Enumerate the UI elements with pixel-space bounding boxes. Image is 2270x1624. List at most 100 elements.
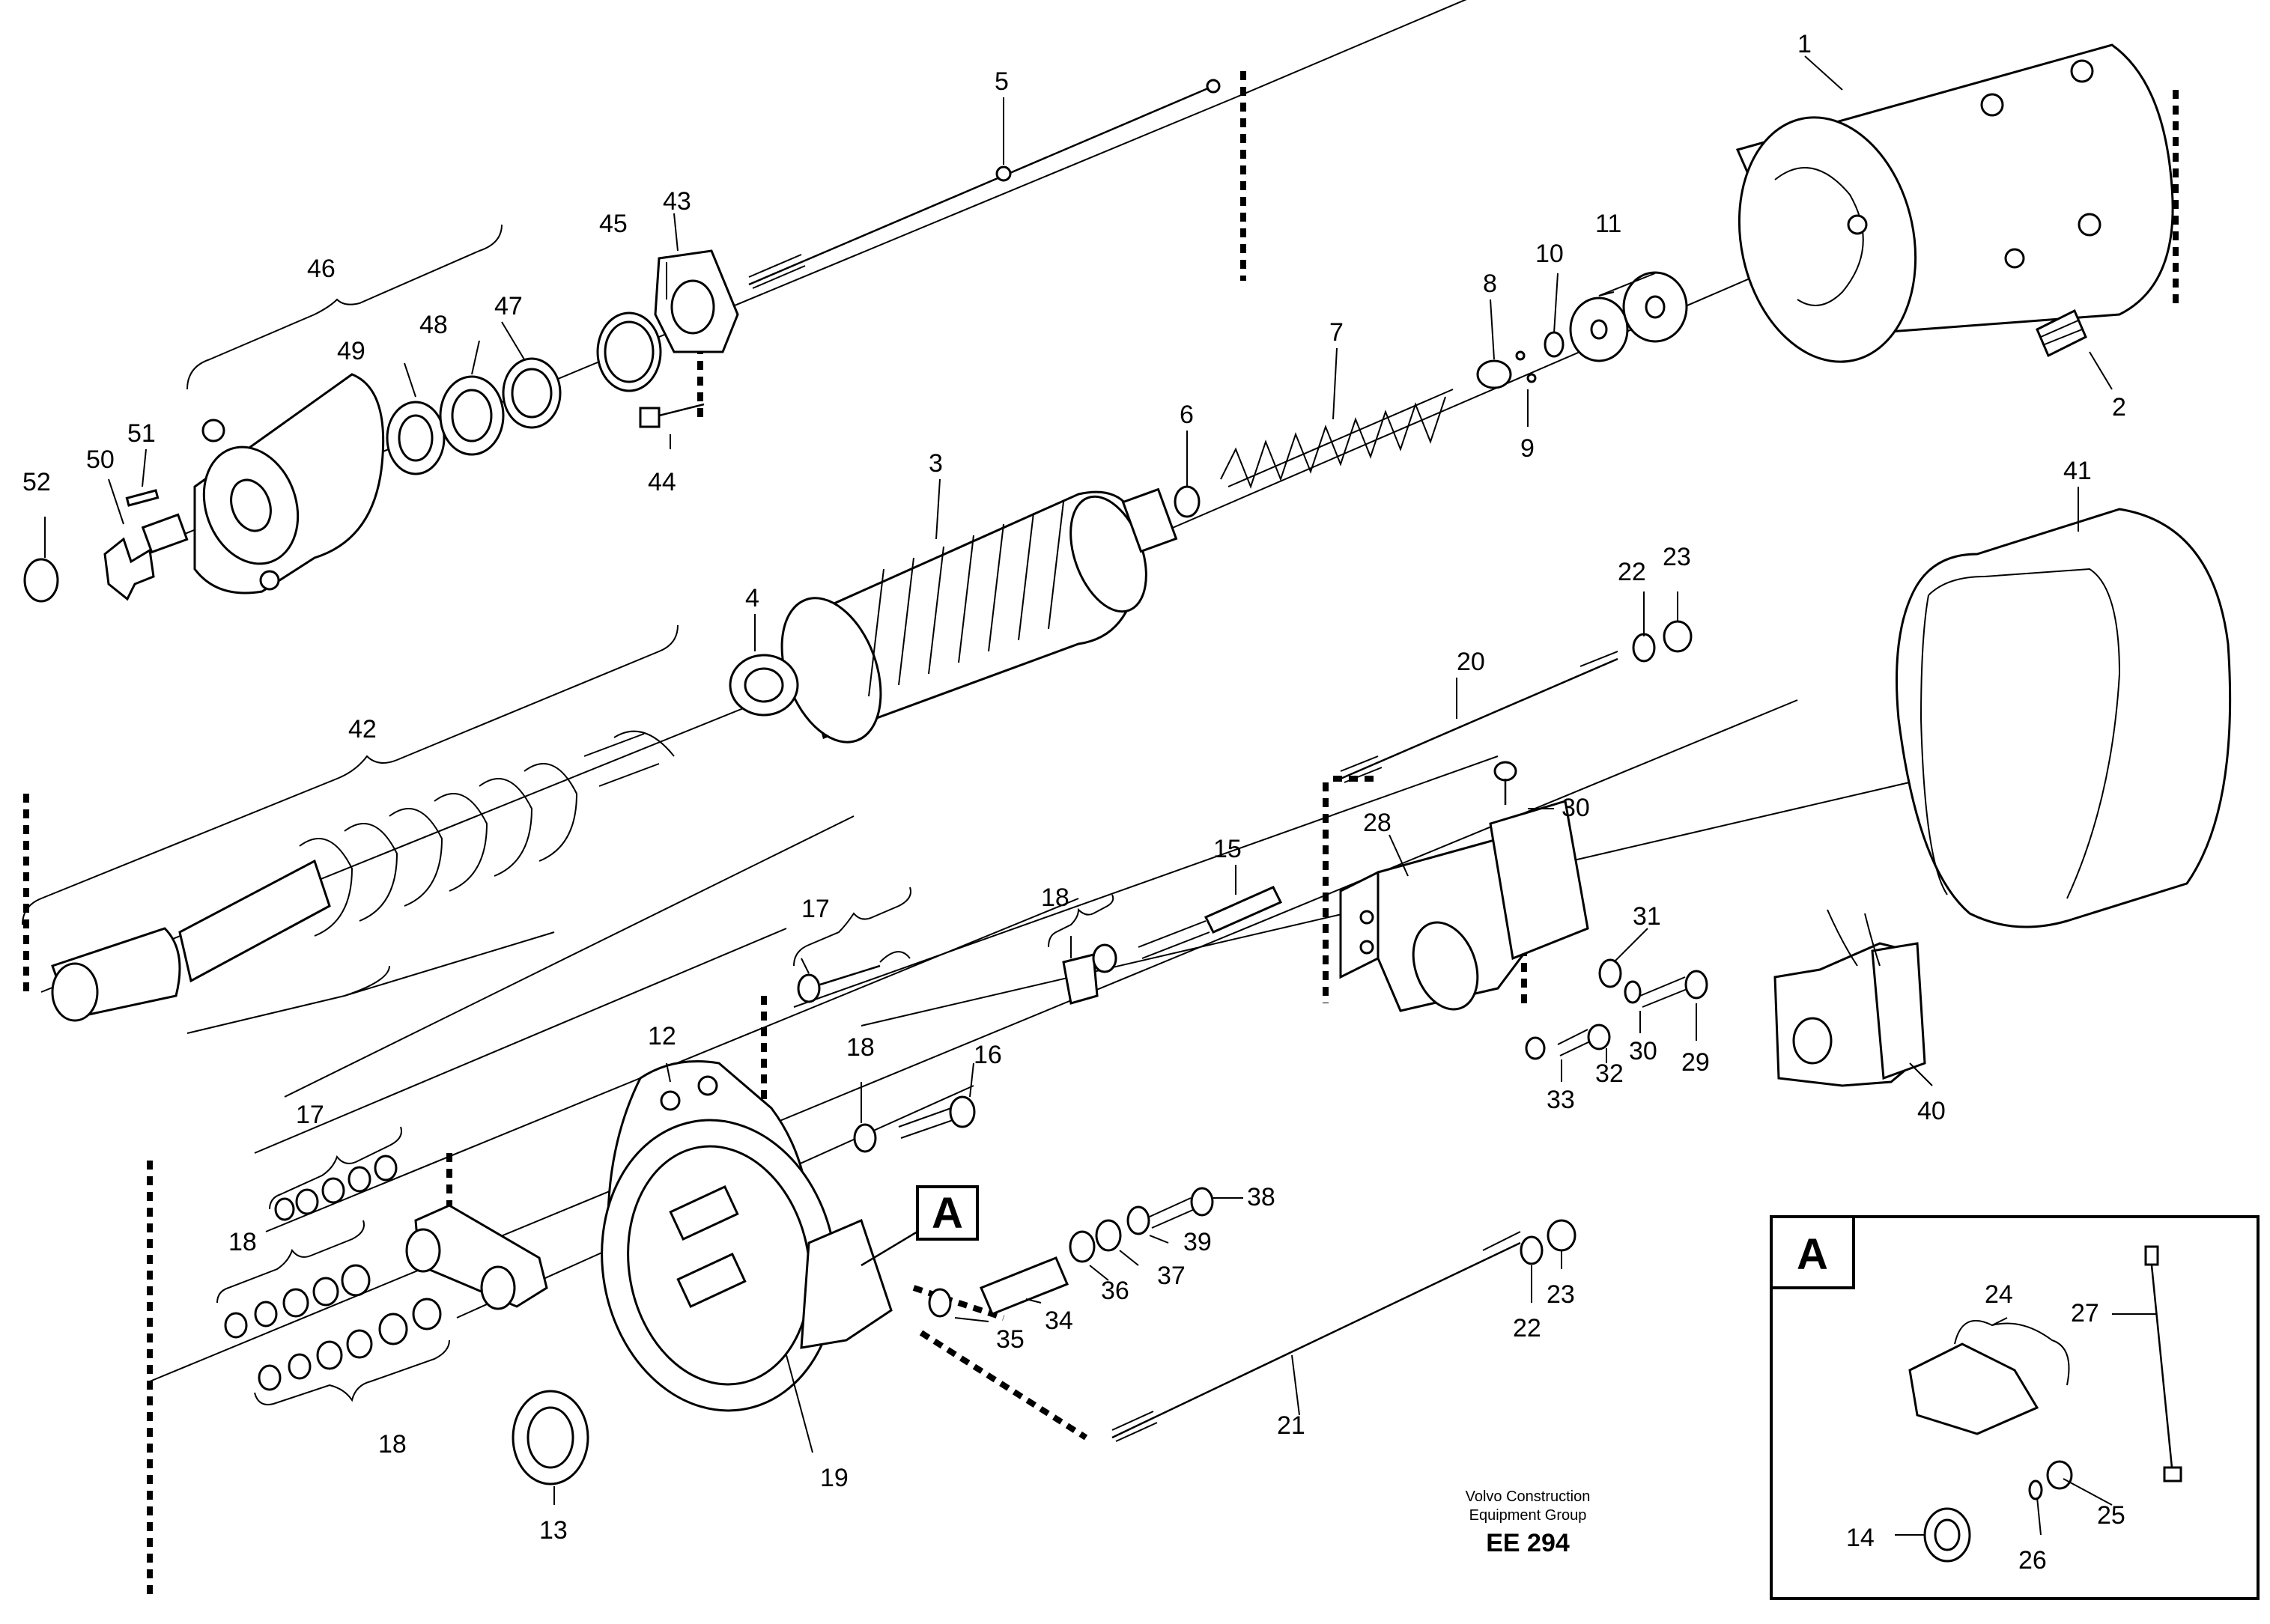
label-10: 10 — [1535, 240, 1564, 268]
part-bracket-left — [405, 1204, 548, 1310]
part-8-nut — [1476, 350, 1537, 389]
part-7-spring — [1220, 389, 1454, 489]
part-18-washer-mid — [853, 1123, 877, 1153]
label-33: 33 — [1547, 1086, 1575, 1114]
label-50: 50 — [86, 445, 115, 474]
part-23-nut-upper — [1663, 620, 1693, 653]
label-52: 52 — [22, 468, 51, 496]
label-42: 42 — [348, 715, 377, 743]
part-30-screw-top — [1493, 761, 1517, 805]
label-7: 7 — [1329, 318, 1344, 347]
label-39: 39 — [1183, 1228, 1212, 1256]
label-43: 43 — [663, 187, 691, 216]
label-44: 44 — [648, 468, 676, 496]
group-braces — [22, 224, 1114, 1405]
part-48-bearing — [439, 375, 505, 456]
label-25: 25 — [2097, 1501, 2125, 1530]
part-16-screw — [898, 1095, 976, 1139]
label-17-left: 17 — [296, 1101, 324, 1129]
part-52-nut — [23, 558, 59, 603]
label-15: 15 — [1213, 835, 1242, 863]
label-3: 3 — [929, 449, 943, 478]
part-13-bushing — [512, 1390, 589, 1485]
part-labels: 1 2 3 4 5 6 7 8 9 10 11 12 13 14 15 16 1… — [22, 30, 2126, 1575]
label-51: 51 — [127, 419, 156, 448]
label-11: 11 — [1595, 210, 1621, 238]
label-35: 35 — [996, 1325, 1025, 1354]
label-24: 24 — [1985, 1280, 2013, 1309]
label-23-lower: 23 — [1547, 1280, 1575, 1309]
inset-a-letter: A — [1797, 1230, 1828, 1279]
part-44-bolt — [639, 403, 705, 428]
label-28: 28 — [1363, 809, 1392, 837]
part-18-upper-group — [1062, 943, 1117, 1005]
part-24-brush — [1908, 1319, 2070, 1435]
label-29: 29 — [1681, 1048, 1710, 1077]
part-34-sleeve — [980, 1256, 1069, 1316]
part-29-screw — [1639, 970, 1708, 1008]
label-32: 32 — [1595, 1059, 1624, 1088]
credit-block: Volvo Construction Equipment Group EE 29… — [1466, 1488, 1591, 1557]
label-4: 4 — [745, 584, 759, 612]
part-5-rod — [748, 79, 1221, 289]
label-47: 47 — [494, 292, 523, 320]
label-46: 46 — [307, 255, 336, 283]
label-8: 8 — [1483, 270, 1497, 298]
label-36: 36 — [1101, 1277, 1129, 1305]
part-50-pinion — [103, 513, 189, 601]
label-37: 37 — [1157, 1262, 1186, 1290]
label-20: 20 — [1457, 648, 1485, 676]
label-22-upper: 22 — [1618, 558, 1646, 586]
part-17-left-group — [274, 1155, 398, 1221]
label-23-upper: 23 — [1663, 543, 1691, 571]
label-18-left: 18 — [228, 1228, 257, 1256]
part-21-rod — [1111, 1231, 1521, 1442]
part-43-plate — [654, 249, 739, 353]
label-13: 13 — [539, 1516, 568, 1545]
part-27-lead — [2144, 1245, 2182, 1482]
part-23-nut-lower — [1547, 1219, 1576, 1252]
part-18-left-group-upper — [224, 1264, 371, 1339]
label-49: 49 — [337, 337, 365, 365]
part-15-brush-terminal — [1138, 886, 1283, 959]
part-17-upper-group — [797, 951, 911, 1003]
label-9: 9 — [1520, 434, 1535, 463]
part-33-washer — [1525, 1036, 1546, 1060]
callout-a-letter: A — [932, 1189, 963, 1238]
label-41: 41 — [2063, 457, 2092, 485]
part-1-yoke-housing — [1735, 43, 2174, 363]
label-48: 48 — [419, 311, 448, 339]
part-28-solenoid — [1339, 800, 1589, 1012]
label-16: 16 — [974, 1041, 1002, 1069]
part-37-washer — [1095, 1219, 1122, 1252]
part-49-washer — [386, 401, 446, 475]
label-14: 14 — [1846, 1524, 1875, 1552]
label-18-bottom: 18 — [378, 1430, 407, 1459]
part-42-drive-assembly — [51, 730, 675, 1022]
label-27: 27 — [2071, 1299, 2099, 1328]
part-18-left-group-lower — [258, 1298, 442, 1391]
dashed-boundaries — [23, 71, 2179, 1599]
part-36-washer — [1069, 1230, 1096, 1263]
label-18-upper: 18 — [1041, 884, 1069, 912]
label-18-mid: 18 — [846, 1033, 875, 1062]
label-31: 31 — [1633, 902, 1661, 931]
part-32-screw — [1557, 1024, 1611, 1056]
part-35-washer — [928, 1288, 952, 1318]
part-20-rod — [1340, 651, 1618, 783]
label-30-lower: 30 — [1629, 1037, 1657, 1065]
leader-lines — [44, 55, 2157, 1536]
credit-code: EE 294 — [1486, 1529, 1570, 1557]
part-30-washer-lower — [1624, 980, 1642, 1004]
part-26-washer — [2028, 1479, 2043, 1500]
part-39-washer — [1126, 1205, 1150, 1235]
part-11-washers — [1569, 271, 1688, 362]
part-12-commutator-end-frame — [601, 1060, 837, 1412]
label-19: 19 — [820, 1464, 849, 1492]
part-38-screw — [1149, 1187, 1214, 1229]
credit-line-2: Equipment Group — [1469, 1507, 1587, 1524]
label-21: 21 — [1277, 1411, 1305, 1440]
part-19-brush-holder — [800, 1218, 893, 1349]
label-26: 26 — [2018, 1546, 2047, 1575]
callout-a: A — [861, 1185, 979, 1267]
